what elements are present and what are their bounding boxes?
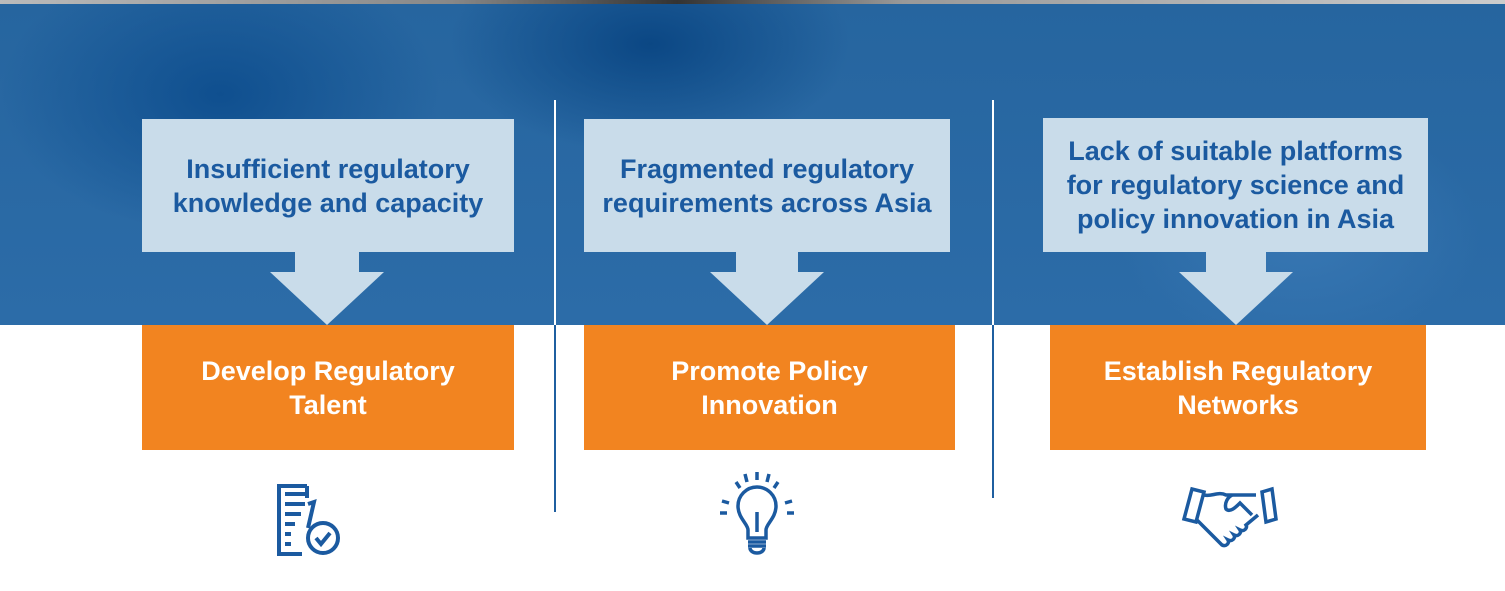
solution-box-3: Establish Regulatory Networks [1050,325,1426,450]
solution-box-1: Develop Regulatory Talent [142,325,514,450]
solution-box-2: Promote Policy Innovation [584,325,955,450]
arrow-stem [1206,252,1266,272]
arrow-down-icon [710,272,824,325]
problem-box-1: Insufficient regulatory knowledge and ca… [142,119,514,252]
handshake-icon [1181,486,1278,548]
arrow-down-icon [1179,272,1293,325]
problem-box-2: Fragmented regulatory requirements acros… [584,119,950,252]
document-check-icon [277,484,340,556]
problem-text: Insufficient regulatory knowledge and ca… [172,153,484,218]
arrow-stem [295,252,359,272]
arrow-down-icon [270,272,384,325]
solution-text: Establish Regulatory Networks [1103,355,1373,420]
lightbulb-icon [720,472,794,555]
arrow-stem [736,252,798,272]
problem-box-3: Lack of suitable platforms for regulator… [1043,118,1428,252]
photo-top-strip [0,0,1505,4]
divider [992,325,994,498]
solution-text: Develop Regulatory Talent [201,355,455,420]
problem-text: Fragmented regulatory requirements acros… [602,153,932,218]
divider [992,100,994,325]
solution-text: Promote Policy Innovation [671,355,868,420]
divider [554,325,556,512]
problem-text: Lack of suitable platforms for regulator… [1066,136,1405,234]
divider [554,100,556,325]
